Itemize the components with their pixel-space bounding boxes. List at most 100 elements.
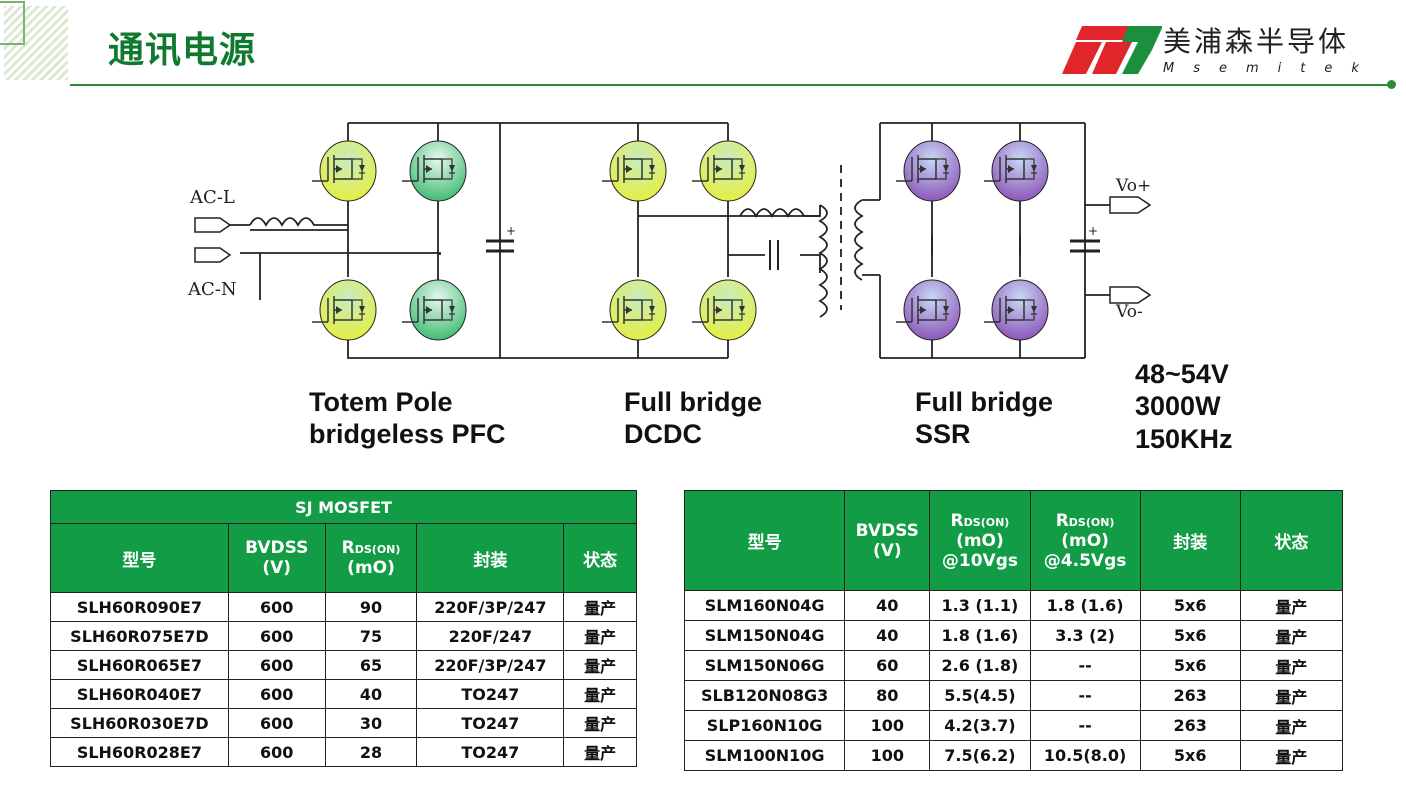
cell-package: 263 [1139, 680, 1241, 711]
cell-model: SLM150N04G [683, 620, 846, 651]
table-row: SLH60R040E7 600 40 TO247 量产 [50, 679, 637, 709]
spec-power: 3000W [1135, 391, 1221, 421]
header-rds: RDS(ON) (mO) [324, 523, 418, 593]
ssr-mosfet [983, 279, 1049, 341]
logo-letter: m [1246, 61, 1259, 76]
cell-bvdss: 100 [844, 710, 931, 741]
stage-label-dcdc: Full bridge DCDC [624, 386, 762, 450]
cell-status: 量产 [563, 708, 637, 738]
cell-rds-4v5: 3.3 (2) [1029, 620, 1141, 651]
cell-model: SLH60R090E7 [50, 592, 229, 622]
pfc-mosfet [311, 140, 377, 202]
cell-bvdss: 60 [844, 650, 931, 681]
ac-n-label: AC-N [187, 279, 237, 300]
sj-mosfet-table: SJ MOSFET 型号 BVDSS (V) RDS(ON) (mO) 封装 状… [50, 490, 637, 767]
dcdc-mosfet [691, 279, 757, 341]
header-rds-condition: @10Vgs [941, 550, 1018, 571]
cell-model: SLB120N08G3 [683, 680, 846, 711]
header-bvdss-label: BVDSS [855, 520, 919, 541]
table-row: SLP160N10G 100 4.2(3.7) -- 263 量产 [683, 710, 1344, 741]
table-title: SJ MOSFET [50, 490, 637, 524]
cell-package: TO247 [416, 679, 565, 709]
table-row: SLM150N04G 40 1.8 (1.6) 3.3 (2) 5x6 量产 [683, 620, 1344, 651]
cell-model: SLM150N06G [683, 650, 846, 681]
header-status: 状态 [563, 523, 637, 593]
cell-model: SLM160N04G [683, 590, 846, 621]
cell-bvdss: 600 [227, 650, 326, 680]
table-row: SLM160N04G 40 1.3 (1.1) 1.8 (1.6) 5x6 量产 [683, 590, 1344, 621]
header-rds-sub: DS(ON) [354, 543, 401, 556]
header-rds-unit: (mO) [347, 558, 395, 578]
stage-label-line: Totem Pole [309, 387, 453, 417]
header-rds-r: R [1055, 510, 1069, 531]
stage-label-line: DCDC [624, 419, 702, 449]
cell-model: SLP160N10G [683, 710, 846, 741]
cell-status: 量产 [1239, 620, 1344, 651]
header-bvdss-unit: (V) [872, 540, 902, 561]
cell-package: 5x6 [1139, 590, 1241, 621]
ssr-mosfet [895, 140, 961, 202]
cell-bvdss: 600 [227, 708, 326, 738]
cell-package: 220F/247 [416, 621, 565, 651]
lv-mosfet-table: 型号 BVDSS (V) RDS(ON) (mO) @10Vgs RDS(ON)… [683, 490, 1344, 771]
cell-model: SLM100N10G [683, 740, 846, 771]
svg-text:+: + [1088, 224, 1098, 238]
header-model: 型号 [683, 490, 846, 591]
page-title: 通讯电源 [108, 30, 257, 71]
cell-model: SLH60R030E7D [50, 708, 229, 738]
cell-status: 量产 [563, 737, 637, 767]
cell-rds-4v5: -- [1029, 680, 1141, 711]
cell-status: 量产 [1239, 740, 1344, 771]
circuit-diagram: + + AC-L AC-N Vo+ Vo- [187, 122, 1152, 359]
header-rds-sub: DS(ON) [1068, 515, 1115, 529]
table-row: SLH60R028E7 600 28 TO247 量产 [50, 737, 637, 767]
stage-label-line: Full bridge [915, 387, 1053, 417]
cell-status: 量产 [563, 621, 637, 651]
cell-rds-4v5: -- [1029, 710, 1141, 741]
cell-status: 量产 [563, 679, 637, 709]
table-row: SLB120N08G3 80 5.5(4.5) -- 263 量产 [683, 680, 1344, 711]
dcdc-mosfet [691, 140, 757, 202]
cell-rds: 30 [324, 708, 418, 738]
cell-bvdss: 600 [227, 592, 326, 622]
header-rds-unit: (mO) [956, 530, 1004, 551]
header-rds-condition: @4.5Vgs [1043, 550, 1127, 571]
cell-package: 220F/3P/247 [416, 592, 565, 622]
cell-status: 量产 [1239, 680, 1344, 711]
logo-letter: M [1163, 61, 1175, 76]
cell-rds-4v5: -- [1029, 650, 1141, 681]
cell-package: 5x6 [1139, 740, 1241, 771]
table-row: SLH60R065E7 600 65 220F/3P/247 量产 [50, 650, 637, 680]
cell-bvdss: 80 [844, 680, 931, 711]
spec-frequency: 150KHz [1135, 424, 1233, 454]
pfc-mosfet [311, 279, 377, 341]
cell-model: SLH60R028E7 [50, 737, 229, 767]
cell-bvdss: 600 [227, 737, 326, 767]
header-package: 封装 [1139, 490, 1241, 591]
cell-bvdss: 100 [844, 740, 931, 771]
cell-status: 量产 [1239, 650, 1344, 681]
header-rds-unit: (mO) [1061, 530, 1109, 551]
logo-letter: i [1277, 61, 1282, 76]
table-row: SLM100N10G 100 7.5(6.2) 10.5(8.0) 5x6 量产 [683, 740, 1344, 771]
logo-letter: s [1193, 61, 1200, 76]
stage-label-ssr: Full bridge SSR [915, 386, 1053, 450]
logo-chinese-name: 美浦森半导体 [1163, 25, 1350, 58]
cell-bvdss: 40 [844, 620, 931, 651]
cell-model: SLH60R065E7 [50, 650, 229, 680]
header-model: 型号 [50, 523, 229, 593]
cell-package: 5x6 [1139, 650, 1241, 681]
pfc-mosfet [401, 279, 467, 341]
header-status: 状态 [1239, 490, 1344, 591]
corner-decoration [0, 1, 68, 80]
stage-label-pfc: Totem Pole bridgeless PFC [309, 386, 506, 450]
stage-label-line: Full bridge [624, 387, 762, 417]
cell-status: 量产 [1239, 710, 1344, 741]
cell-status: 量产 [563, 650, 637, 680]
header-divider [70, 84, 1392, 86]
stage-label-line: bridgeless PFC [309, 419, 506, 449]
cell-rds-10v: 1.8 (1.6) [929, 620, 1031, 651]
vo-plus-label: Vo+ [1115, 176, 1151, 196]
header-bvdss: BVDSS (V) [844, 490, 931, 591]
header-rds-r: R [950, 510, 964, 531]
